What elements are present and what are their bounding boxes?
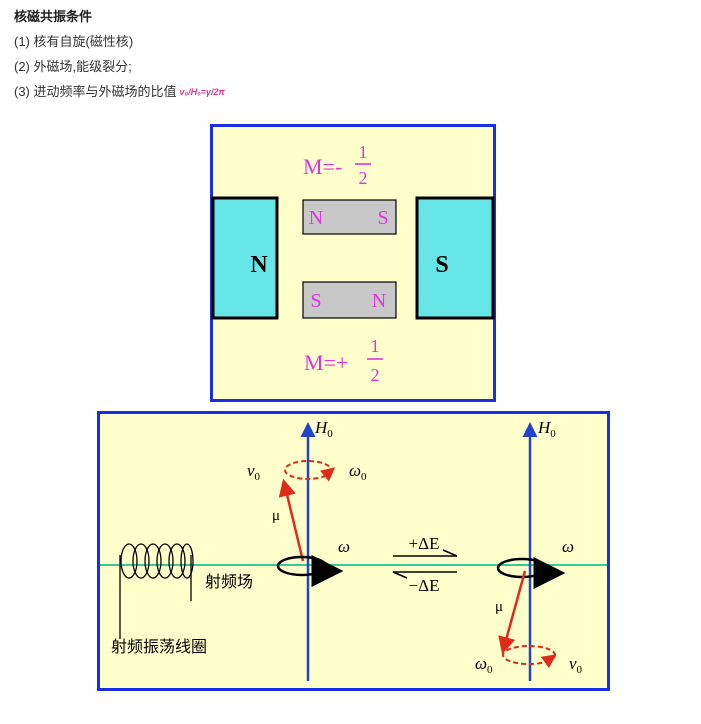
state-bottom-numerator: 1 xyxy=(371,336,380,356)
spin-state-figure: M=- 1 2 N S N S S N M=+ 1 2 xyxy=(210,124,496,402)
magnet-left-label: N xyxy=(250,252,268,278)
nu-label-left: ν0 xyxy=(247,461,261,483)
bar-top-left-label: N xyxy=(309,207,323,229)
omega-label-left: ω xyxy=(338,537,350,556)
page-heading: 核磁共振条件 xyxy=(14,9,93,24)
condition-3-text: (3) 进动频率与外磁场的比值 xyxy=(14,84,177,99)
condition-2: (2) 外磁场,能级裂分; xyxy=(14,59,132,74)
magnet-left xyxy=(211,196,279,320)
omega-label-right: ω xyxy=(562,537,574,556)
rf-coil-label: 射频振荡线圈 xyxy=(111,637,207,656)
mu-label-right: μ xyxy=(495,599,503,615)
bar-magnet-bottom xyxy=(302,281,397,319)
precession-direction-right xyxy=(540,654,557,669)
condition-1: (1) 核有自旋(磁性核) xyxy=(14,34,134,49)
magnet-right xyxy=(415,196,495,320)
mu-arrow-left xyxy=(278,478,305,562)
omega0-label-right: ω0 xyxy=(475,654,493,676)
larmor-formula: ν₀/H₀=γ/2π xyxy=(179,87,225,97)
bar-bottom-right-label: N xyxy=(372,290,386,312)
absorb-arrowhead xyxy=(442,549,458,557)
magnet-right-label: S xyxy=(435,252,448,278)
omega0-label-left: ω0 xyxy=(349,461,367,483)
state-top-label: M=- xyxy=(303,154,342,179)
bar-top-right-label: S xyxy=(377,207,388,229)
nu-label-right: ν0 xyxy=(569,654,583,676)
rf-coil xyxy=(119,543,194,639)
mu-arrow-right xyxy=(498,570,527,655)
emit-arrowhead xyxy=(392,571,408,579)
field-label-left: H0 xyxy=(314,418,333,440)
state-bottom-denominator: 2 xyxy=(371,365,380,385)
bar-magnet-top xyxy=(302,199,397,235)
minus-delta-e: −ΔE xyxy=(409,576,440,595)
field-label-right: H0 xyxy=(537,418,556,440)
state-top-numerator: 1 xyxy=(359,142,368,162)
mu-label-left: μ xyxy=(272,508,280,524)
precession-figure: 射频场 射频振荡线圈 H0 ν0 ω0 μ ω +ΔE −ΔE H0 ω μ ω… xyxy=(97,411,610,691)
state-top-denominator: 2 xyxy=(359,168,368,188)
rf-field-label: 射频场 xyxy=(205,572,253,591)
state-bottom-label: M=+ xyxy=(304,350,348,375)
bar-bottom-left-label: S xyxy=(310,290,321,312)
plus-delta-e: +ΔE xyxy=(409,534,440,553)
precession-direction-left xyxy=(319,467,336,482)
